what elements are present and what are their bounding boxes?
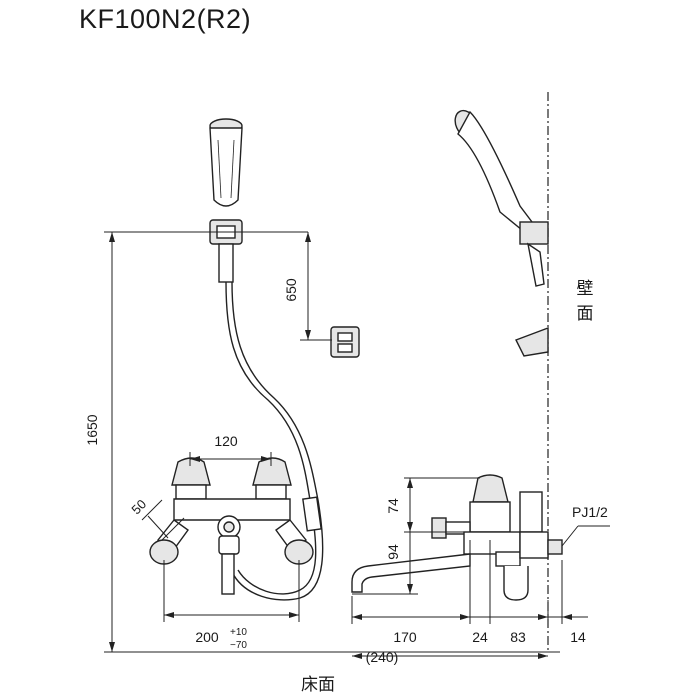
dim-200 bbox=[163, 560, 300, 622]
shower-hanger-side-lower bbox=[515, 326, 549, 357]
dim-50 bbox=[141, 499, 185, 541]
dim-120 bbox=[189, 452, 272, 466]
thread-leader bbox=[561, 525, 579, 547]
shower-hose bbox=[225, 281, 317, 595]
wall-label-char-1: 壁 bbox=[577, 279, 594, 298]
side-view: 74 94 170 24 bbox=[351, 92, 610, 665]
floor-label: 床面 bbox=[301, 675, 335, 694]
dim-74 bbox=[404, 477, 480, 533]
dim-650-label: 650 bbox=[283, 278, 299, 302]
dim-650 bbox=[300, 232, 332, 341]
dim-side-horizontal bbox=[351, 540, 588, 659]
faucet-body-front bbox=[149, 457, 314, 595]
dim-200-tolerance-minus: −70 bbox=[230, 640, 247, 651]
front-view: 1650 650 120 50 bbox=[84, 118, 560, 653]
dim-170-label: 170 bbox=[393, 629, 417, 645]
shower-hanger-front bbox=[209, 219, 243, 283]
dim-50-label: 50 bbox=[128, 496, 149, 517]
dim-240-label: (240) bbox=[366, 649, 399, 665]
shower-head-front bbox=[209, 118, 243, 207]
dim-24-label: 24 bbox=[472, 629, 488, 645]
shower-head-side bbox=[454, 109, 533, 231]
product-model-title: KF100N2(R2) bbox=[79, 4, 252, 34]
shower-bracket-side bbox=[519, 221, 549, 287]
dim-1650-label: 1650 bbox=[84, 414, 100, 445]
shower-hanger-lower bbox=[330, 326, 360, 358]
dim-94 bbox=[352, 532, 418, 595]
dim-200-label: 200 bbox=[195, 629, 219, 645]
dim-83-label: 83 bbox=[510, 629, 526, 645]
dim-120-label: 120 bbox=[214, 433, 238, 449]
dim-74-label: 74 bbox=[385, 498, 401, 514]
dim-200-tolerance-plus: +10 bbox=[230, 627, 247, 638]
dim-1650 bbox=[104, 231, 560, 653]
dim-94-label: 94 bbox=[385, 544, 401, 560]
dim-14-label: 14 bbox=[570, 629, 586, 645]
faucet-body-side bbox=[351, 474, 563, 601]
thread-spec-label: PJ1/2 bbox=[572, 504, 608, 520]
wall-label-char-2: 面 bbox=[577, 304, 594, 323]
